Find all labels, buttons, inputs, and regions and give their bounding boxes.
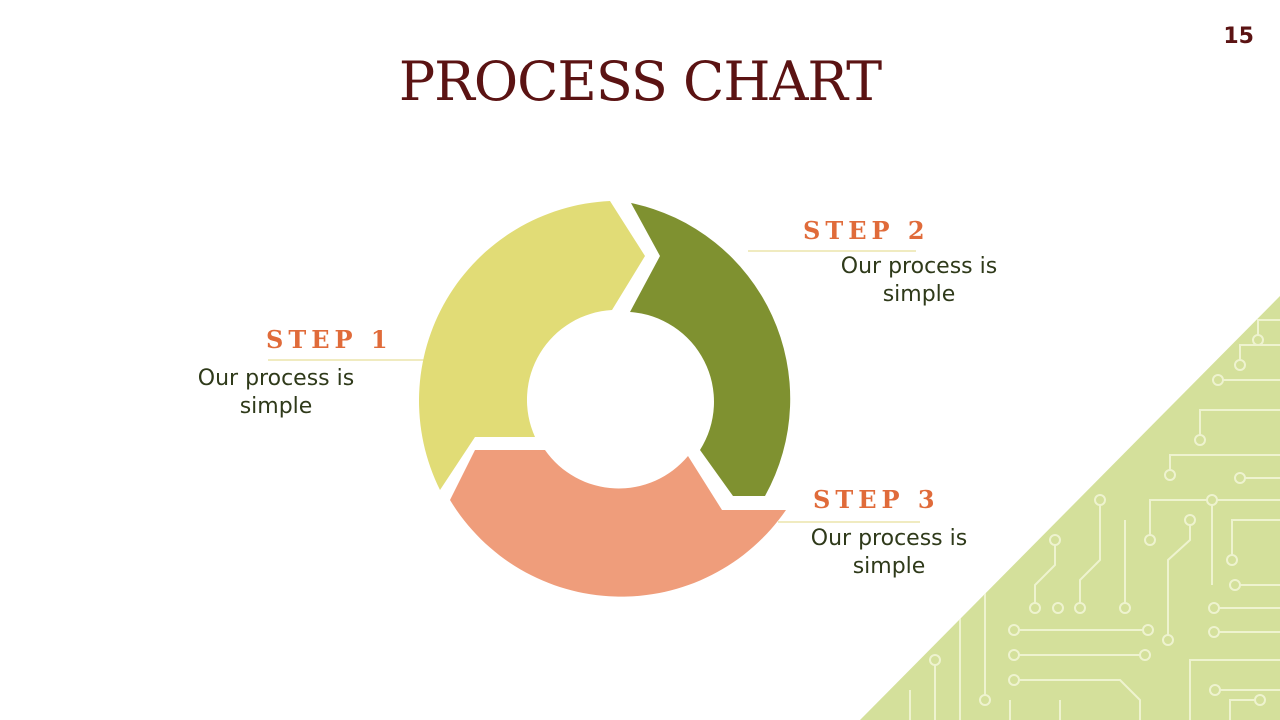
circuit-background <box>860 296 1280 720</box>
step-2-segment <box>630 203 791 496</box>
step-2-label: STEP 2 <box>803 216 930 245</box>
slide-title: PROCESS CHART <box>398 50 882 113</box>
step-1-label: STEP 1 <box>266 325 393 354</box>
donut-center-hole <box>533 315 703 485</box>
step-1-description: Our process is simple <box>197 366 355 419</box>
step-2-description: Our process is simple <box>840 254 998 307</box>
step-3-segment <box>450 450 786 597</box>
circuit-pattern-decoration <box>860 296 1280 720</box>
step-3-description: Our process is simple <box>810 526 968 579</box>
step-1-segment <box>419 201 645 490</box>
step-3-label: STEP 3 <box>813 485 940 514</box>
page-number: 15 <box>1223 24 1254 49</box>
